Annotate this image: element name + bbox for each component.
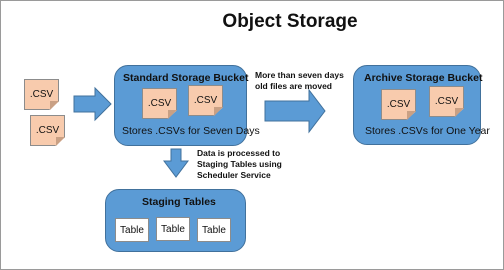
file-label: .CSV: [35, 125, 60, 136]
staging-table-1: Table: [115, 218, 149, 242]
right-arrow-icon: [264, 88, 326, 134]
staging-table-2: Table: [156, 217, 190, 241]
file-label: .CSV: [434, 96, 459, 107]
file-label: .CSV: [29, 89, 54, 100]
process-note-line: Staging Tables using: [197, 159, 282, 169]
standard-storage-bucket: [114, 65, 247, 146]
table-label: Table: [120, 224, 144, 236]
process-note: Data is processed to Staging Tables usin…: [197, 148, 282, 181]
move-note-line: More than seven days: [255, 70, 344, 80]
move-note: More than seven days old files are moved: [255, 70, 344, 92]
process-note-line: Data is processed to: [197, 148, 281, 158]
standard-bucket-caption: Stores .CSVs for Seven Days: [122, 125, 260, 137]
process-note-line: Scheduler Service: [197, 170, 271, 180]
standard-csv-file-2: .CSV: [188, 85, 223, 116]
file-fold-icon: [407, 111, 416, 120]
file-fold-icon: [455, 108, 464, 117]
file-fold-icon: [168, 110, 177, 119]
file-fold-icon: [214, 107, 223, 116]
move-note-line: old files are moved: [255, 81, 332, 91]
staging-table-3: Table: [197, 218, 231, 242]
standard-bucket-title: Standard Storage Bucket: [123, 72, 249, 84]
staging-tables-title: Staging Tables: [142, 196, 216, 208]
right-arrow-icon: [73, 86, 112, 122]
down-arrow-icon: [163, 148, 189, 178]
file-fold-icon: [50, 101, 59, 110]
table-label: Table: [161, 223, 185, 235]
archive-bucket-caption: Stores .CSVs for One Year: [365, 125, 490, 137]
file-label: .CSV: [386, 99, 411, 110]
file-label: .CSV: [147, 98, 172, 109]
archive-csv-file-2: .CSV: [429, 86, 464, 117]
file-label: .CSV: [193, 95, 218, 106]
table-label: Table: [202, 224, 226, 236]
diagram-title: Object Storage: [222, 11, 358, 32]
archive-bucket-title: Archive Storage Bucket: [364, 72, 483, 84]
file-fold-icon: [56, 137, 65, 146]
